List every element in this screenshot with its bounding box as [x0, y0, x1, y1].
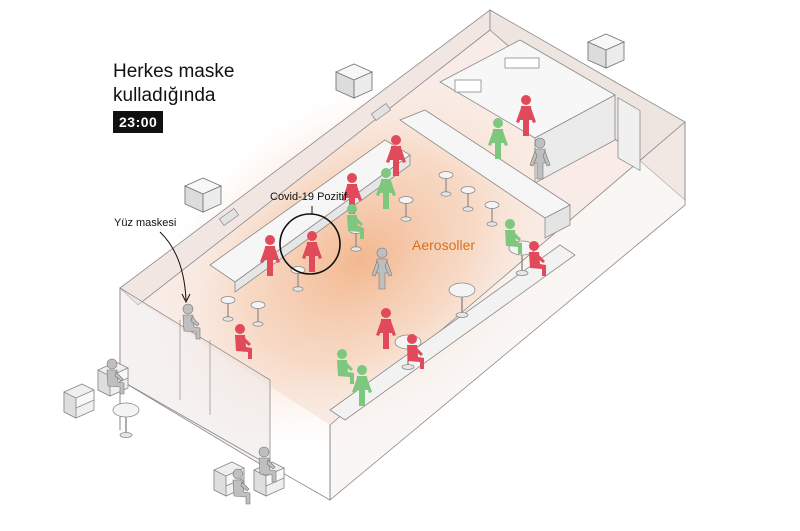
table-icon — [112, 402, 140, 439]
aerosol-label: Aerosoller — [412, 237, 476, 253]
ceiling-vent-icon — [587, 33, 625, 69]
positive-label: Covid-19 Pozitif — [270, 191, 348, 203]
diagram-title: Herkes maske kulladığında — [113, 61, 235, 106]
mask-pointer — [159, 231, 187, 301]
time-badge: 23:00 — [113, 111, 164, 133]
armchair-icon — [63, 383, 95, 419]
mask-label: Yüz maskesi — [114, 217, 177, 229]
front-counter — [329, 244, 576, 421]
person-icon — [232, 468, 251, 505]
positive-marker — [279, 213, 341, 275]
aerosol-cloud — [151, 72, 569, 448]
